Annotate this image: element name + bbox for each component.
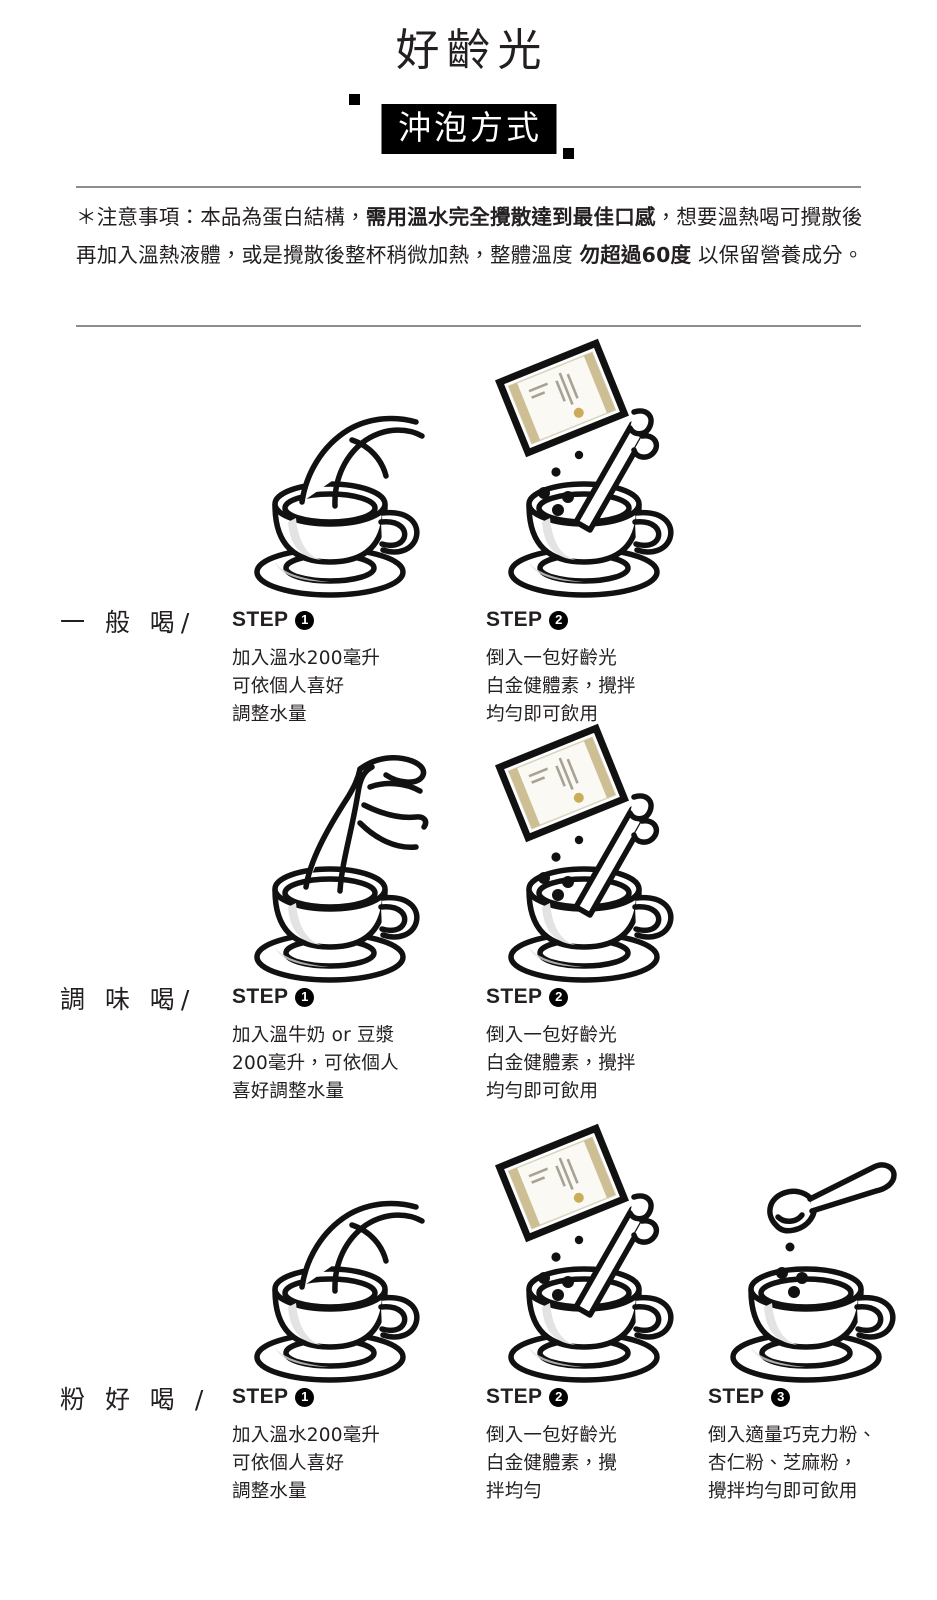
step-label: STEP <box>232 985 289 1008</box>
step-heading: STEP 2 <box>486 985 569 1009</box>
step-label: STEP <box>232 608 289 631</box>
step-label: STEP <box>486 985 543 1008</box>
category-label-general: 一 般 喝/ <box>60 608 196 637</box>
step-line: 倒入一包好齡光 <box>486 1425 617 1446</box>
step-number-badge: 3 <box>771 1387 791 1407</box>
step-description: 倒入一包好齡光 白金健體素，攪 拌均勻 <box>486 1422 716 1506</box>
step-heading: STEP 1 <box>232 985 315 1009</box>
category-label-powder: 粉 好 喝 / <box>60 1385 210 1414</box>
step-line: 倒入一包好齡光 <box>486 1025 617 1046</box>
step-number-badge: 2 <box>549 1387 569 1407</box>
step-label: STEP <box>232 1385 289 1408</box>
notice-text: ＊注意事項：本品為蛋白結構，需用溫水完全攪散達到最佳口感，想要溫熱喝可攪散後再加… <box>76 198 866 274</box>
step-line: 加入溫水200毫升 <box>232 648 381 669</box>
step-heading: STEP 2 <box>486 1385 569 1409</box>
step-heading: STEP 3 <box>708 1385 791 1409</box>
notice-prefix: ＊注意事項：本品為蛋白結構， <box>76 205 366 229</box>
illustration-pour-water <box>230 1135 445 1385</box>
step-line: 白金健體素，攪拌 <box>486 676 636 697</box>
step-line: 均勻即可飲用 <box>486 1081 599 1102</box>
section-flavored-drink: 調 味 喝/ <box>0 723 937 1120</box>
step-number-badge: 1 <box>295 1387 315 1407</box>
step-number-badge: 2 <box>549 610 569 630</box>
illustration-spoon-powder <box>706 1135 921 1385</box>
step-description: 加入溫牛奶 or 豆漿 200毫升，可依個人 喜好調整水量 <box>232 1022 462 1106</box>
step-number-badge: 2 <box>549 987 569 1007</box>
step-label: STEP <box>486 1385 543 1408</box>
illustration-sachet-stir <box>484 1123 699 1385</box>
corner-square-bottom-right <box>563 148 574 159</box>
step-line: 攪拌均勻即可飲用 <box>708 1481 858 1502</box>
step-line: 均勻即可飲用 <box>486 704 599 725</box>
corner-square-top-left <box>349 94 360 105</box>
step-heading: STEP 2 <box>486 608 569 632</box>
step-description: 倒入適量巧克力粉、 杏仁粉、芝麻粉， 攪拌均勻即可飲用 <box>708 1422 937 1506</box>
step-line: 加入溫水200毫升 <box>232 1425 381 1446</box>
divider-bottom <box>76 325 861 327</box>
step-line: 可依個人喜好 <box>232 1453 345 1474</box>
step-line: 200毫升，可依個人 <box>232 1053 399 1074</box>
step-description: 倒入一包好齡光 白金健體素，攪拌 均勻即可飲用 <box>486 645 716 729</box>
notice-bold-1: 需用溫水完全攪散達到最佳口感 <box>365 205 656 229</box>
step-line: 倒入一包好齡光 <box>486 648 617 669</box>
category-label-flavored: 調 味 喝/ <box>60 985 196 1014</box>
section-general-drink: 一 般 喝/ <box>0 338 937 735</box>
step-line: 加入溫牛奶 or 豆漿 <box>232 1025 395 1046</box>
step-line: 調整水量 <box>232 1481 307 1502</box>
step-line: 調整水量 <box>232 704 307 725</box>
step-line: 可依個人喜好 <box>232 676 345 697</box>
notice-middle: ，想要溫熱喝可攪散後再加入溫熱液體，或是攪散後整杯稍微加熱，整體溫度 <box>76 205 863 267</box>
illustration-sachet-stir <box>484 338 699 600</box>
section-powder-drink: 粉 好 喝 / <box>0 1120 937 1590</box>
brand-title: 好齡光 <box>395 25 549 76</box>
illustration-pour-water <box>230 350 445 600</box>
illustration-pour-milk <box>230 735 445 985</box>
step-description: 加入溫水200毫升 可依個人喜好 調整水量 <box>232 1422 462 1506</box>
title-plate-wrapper: 沖泡方式 <box>0 96 937 158</box>
step-line: 白金健體素，攪拌 <box>486 1053 636 1074</box>
step-label: STEP <box>708 1385 765 1408</box>
notice-suffix: 以保留營養成分。 <box>691 243 864 267</box>
step-line: 白金健體素，攪 <box>486 1453 617 1474</box>
page-title: 沖泡方式 <box>381 104 556 154</box>
step-description: 加入溫水200毫升 可依個人喜好 調整水量 <box>232 645 462 729</box>
notice-bold-2: 勿超過60度 <box>579 243 692 267</box>
step-label: STEP <box>486 608 543 631</box>
step-description: 倒入一包好齡光 白金健體素，攪拌 均勻即可飲用 <box>486 1022 716 1106</box>
step-line: 杏仁粉、芝麻粉， <box>708 1453 858 1474</box>
step-line: 喜好調整水量 <box>232 1081 345 1102</box>
step-line: 倒入適量巧克力粉、 <box>708 1425 877 1446</box>
step-heading: STEP 1 <box>232 1385 315 1409</box>
step-number-badge: 1 <box>295 610 315 630</box>
illustration-sachet-stir <box>484 723 699 985</box>
page-header: 好齡光 沖泡方式 <box>0 0 937 170</box>
step-number-badge: 1 <box>295 987 315 1007</box>
step-line: 拌均勻 <box>486 1481 543 1502</box>
step-heading: STEP 1 <box>232 608 315 632</box>
divider-top <box>76 186 861 188</box>
